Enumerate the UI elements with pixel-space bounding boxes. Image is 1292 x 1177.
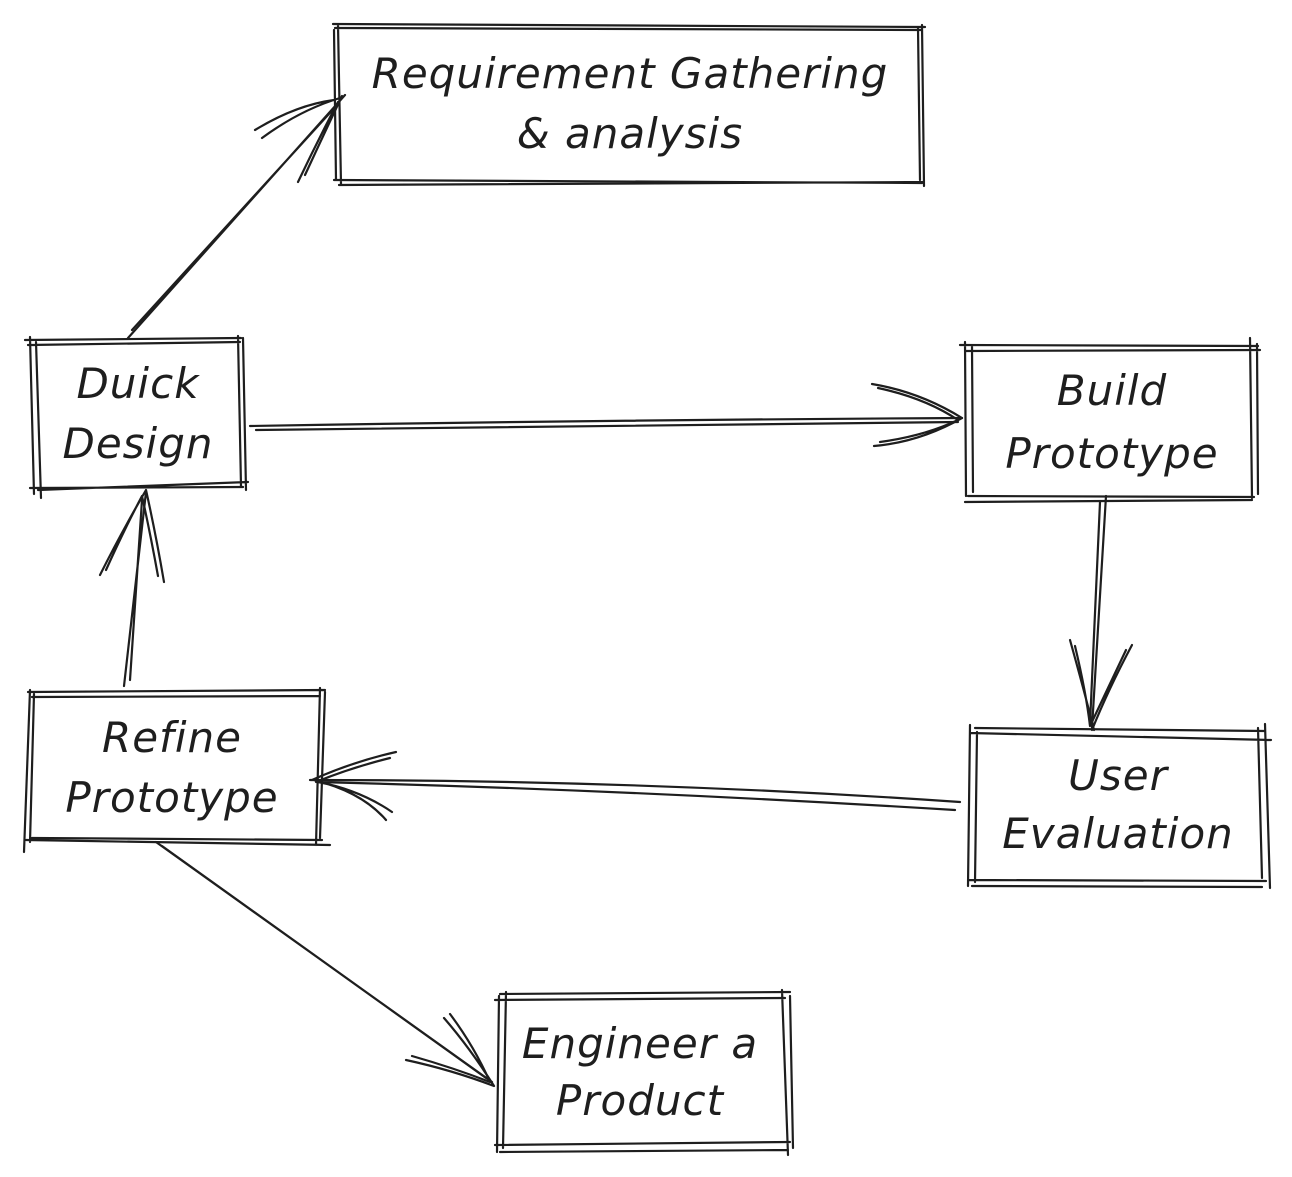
node-label-line2: Prototype bbox=[1005, 429, 1218, 478]
edge-line bbox=[126, 93, 347, 340]
edge-line bbox=[308, 778, 962, 812]
arrow-head bbox=[404, 1012, 496, 1088]
node-user-evaluation[interactable]: User Evaluation bbox=[966, 722, 1273, 890]
edge-line bbox=[154, 840, 494, 1084]
node-border bbox=[493, 988, 795, 1157]
node-border bbox=[958, 336, 1262, 504]
node-label-line1: User bbox=[1068, 751, 1169, 800]
node-refine-prototype[interactable]: Refine Prototype bbox=[22, 686, 332, 854]
arrow-head bbox=[310, 750, 398, 822]
node-label-line2: Prototype bbox=[65, 773, 278, 822]
node-label-line1: Build bbox=[1057, 366, 1167, 415]
node-label-line2: Product bbox=[556, 1076, 725, 1125]
edge-quick-design-to-requirement bbox=[126, 93, 347, 340]
node-border bbox=[966, 722, 1273, 890]
arrow-head bbox=[253, 94, 344, 184]
arrow-head bbox=[98, 488, 166, 584]
edge-refine-to-engineer bbox=[154, 840, 496, 1088]
edge-build-to-user-evaluation bbox=[1068, 494, 1134, 732]
node-border bbox=[23, 334, 250, 500]
arrow-head bbox=[870, 382, 964, 448]
node-engineer-product[interactable]: Engineer a Product bbox=[493, 988, 795, 1157]
edge-quick-design-to-build bbox=[248, 382, 964, 448]
node-build-prototype[interactable]: Build Prototype bbox=[958, 336, 1262, 504]
node-label-line2: Design bbox=[62, 419, 213, 468]
edge-user-evaluation-to-refine bbox=[308, 750, 962, 822]
node-border bbox=[22, 686, 332, 854]
node-label-line2: & analysis bbox=[517, 109, 743, 158]
edge-line bbox=[248, 416, 964, 432]
node-label-line1: Refine bbox=[102, 713, 242, 762]
edge-line bbox=[1088, 494, 1108, 730]
node-requirement-gathering[interactable]: Requirement Gathering & analysis bbox=[331, 22, 927, 188]
node-label-line1: Requirement Gathering bbox=[372, 49, 889, 98]
edge-refine-to-quick-design bbox=[98, 488, 166, 688]
node-label-line2: Evaluation bbox=[1002, 809, 1234, 858]
node-label-line1: Duick bbox=[76, 359, 200, 408]
node-quick-design[interactable]: Duick Design bbox=[23, 334, 250, 500]
arrow-head bbox=[1068, 638, 1134, 732]
node-label-line1: Engineer a bbox=[522, 1019, 758, 1068]
edge-line bbox=[122, 490, 148, 688]
